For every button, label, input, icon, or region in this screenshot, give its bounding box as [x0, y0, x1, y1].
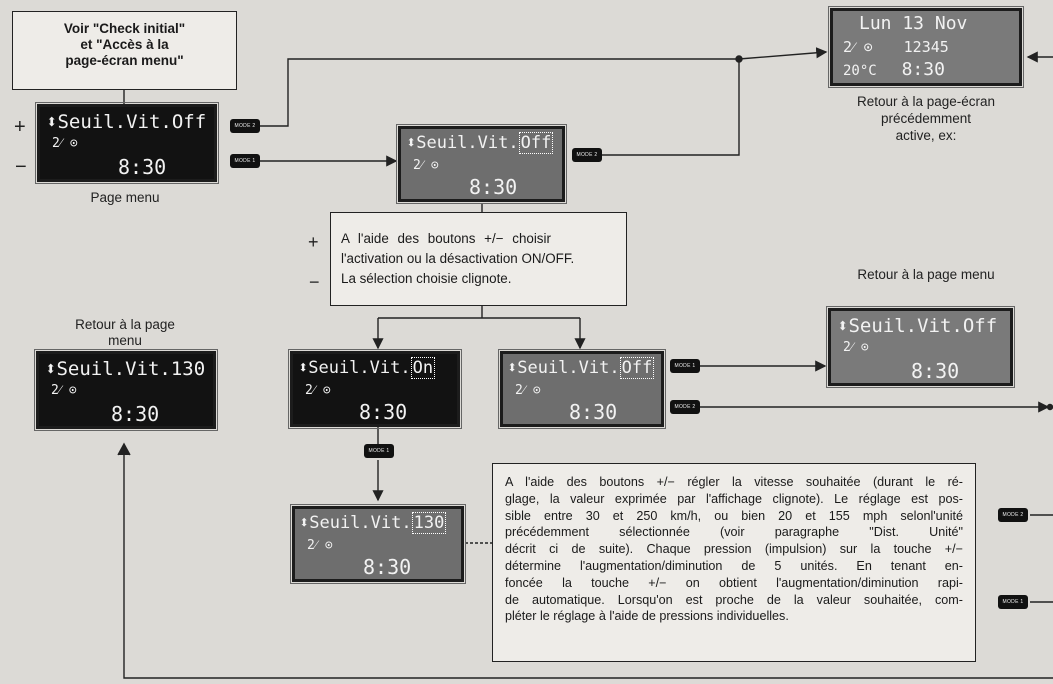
minus-sign: −	[15, 156, 27, 178]
speed-time: 8:30	[363, 555, 412, 579]
menu-display-time: 8:30	[118, 155, 167, 179]
speed-value: 130	[411, 512, 447, 534]
return-menu-line2: 2⁄ ⊙	[843, 340, 869, 355]
mode2-button[interactable]: MODE 2	[572, 148, 602, 162]
mode2-button[interactable]: MODE 2	[230, 119, 260, 133]
off-display: ⬍Seuil.Vit.Off 2⁄ ⊙ 8:30	[498, 349, 666, 429]
mode2-button[interactable]: MODE 2	[998, 508, 1028, 522]
mode1-button[interactable]: MODE 1	[670, 359, 700, 373]
return-menu-caption-left: Retour à la page menu	[75, 317, 175, 348]
on-time: 8:30	[359, 400, 408, 424]
speed-line2: 2⁄ ⊙	[307, 538, 333, 553]
previous-screen-display: Lun 13 Nov 2⁄ ⊙ 12345 20°C 8:30	[828, 6, 1024, 88]
previous-line1: Lun 13 Nov	[859, 13, 968, 34]
return-130-line1: ⬍Seuil.Vit.130	[45, 358, 206, 380]
return-menu-display: ⬍Seuil.Vit.Off 2⁄ ⊙ 8:30	[826, 306, 1015, 388]
choose-line-2: l'activation ou la désactivation ON/OFF.	[341, 251, 575, 266]
mode1-button[interactable]: MODE 1	[998, 595, 1028, 609]
selected-off-prefix: ⬍Seuil.Vit.	[406, 133, 519, 153]
choose-on-off-instruction-box: A l'aide des boutons +/− choisir l'activ…	[330, 212, 627, 306]
return-menu-caption-right: Retour à la page menu	[857, 267, 995, 282]
menu-display: ⬍Seuil.Vit.Off 2⁄ ⊙ 8:30	[35, 102, 219, 184]
selected-off-time: 8:30	[469, 175, 518, 199]
plus-sign: +	[308, 232, 319, 252]
instruction-line-3: page-écran menu"	[65, 53, 184, 68]
on-display: ⬍Seuil.Vit.On 2⁄ ⊙ 8:30	[288, 349, 462, 429]
minus-sign: −	[309, 272, 320, 292]
return-menu-line1: ⬍Seuil.Vit.Off	[837, 315, 998, 337]
off-line2: 2⁄ ⊙	[515, 383, 541, 398]
return-menu-time: 8:30	[911, 359, 960, 383]
menu-display-line2: 2⁄ ⊙	[52, 136, 78, 151]
page-menu-caption: Page menu	[90, 190, 160, 205]
off-prefix: ⬍Seuil.Vit.	[507, 358, 620, 378]
mode1-button[interactable]: MODE 1	[230, 154, 260, 168]
speed-adjust-instruction-box: A l'aide des boutons +/− régler la vites…	[492, 463, 976, 662]
off-time: 8:30	[569, 400, 618, 424]
instruction-line-2: et "Accès à la	[80, 37, 169, 52]
on-prefix: ⬍Seuil.Vit.	[298, 358, 411, 378]
mode2-button[interactable]: MODE 2	[670, 400, 700, 414]
return-130-time: 8:30	[111, 402, 160, 426]
off-value: Off	[619, 357, 655, 379]
previous-line3b: 8:30	[901, 59, 945, 80]
instruction-line-1: Voir "Check initial"	[63, 21, 186, 36]
mode1-button[interactable]: MODE 1	[364, 444, 394, 458]
selected-off-value: Off	[518, 132, 554, 154]
speed-prefix: ⬍Seuil.Vit.	[299, 513, 412, 533]
selected-off-line2: 2⁄ ⊙	[413, 158, 439, 173]
check-initial-instruction-box: Voir "Check initial" et "Accès à la page…	[12, 11, 237, 90]
previous-line3a: 20°C	[843, 63, 877, 79]
return-130-line2: 2⁄ ⊙	[51, 383, 77, 398]
on-value: On	[410, 357, 436, 379]
return-previous-caption: Retour à la page-écran précédemment acti…	[856, 94, 996, 143]
choose-line-3: La sélection choisie clignote.	[341, 271, 512, 286]
return-130-display: ⬍Seuil.Vit.130 2⁄ ⊙ 8:30	[34, 349, 218, 431]
selected-off-display: ⬍Seuil.Vit.Off 2⁄ ⊙ 8:30	[396, 124, 567, 204]
speed-threshold-display: ⬍Seuil.Vit.130 2⁄ ⊙ 8:30	[290, 504, 466, 584]
previous-line2a: 2⁄ ⊙	[843, 38, 873, 56]
previous-line2b: 12345	[903, 38, 949, 56]
choose-line-1: A l'aide des boutons +/− choisir	[341, 231, 551, 246]
speed-paragraph: A l'aide des boutons +/− régler la vites…	[505, 475, 963, 624]
menu-display-line1: ⬍Seuil.Vit.Off	[46, 111, 207, 133]
on-line2: 2⁄ ⊙	[305, 383, 331, 398]
plus-sign: +	[14, 116, 26, 138]
